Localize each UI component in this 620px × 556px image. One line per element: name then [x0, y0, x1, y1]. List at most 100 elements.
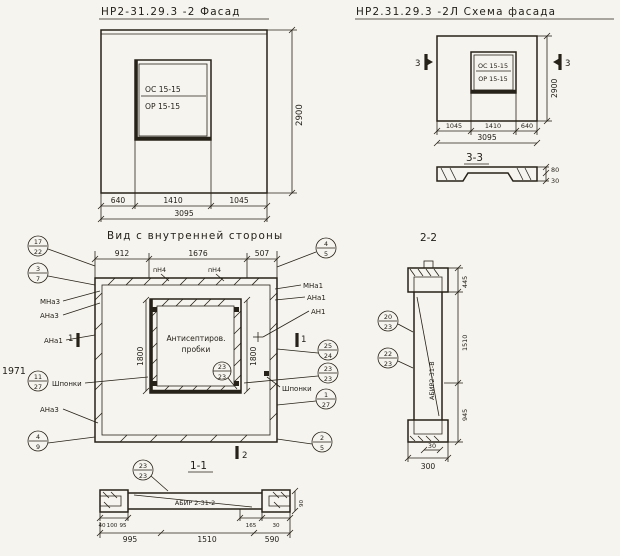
section-2-2-right-dims: 445 1510 945	[444, 264, 469, 446]
pn4-left-label: пН4	[153, 266, 166, 274]
callout-25-24: 25 24	[276, 339, 339, 361]
section-1-1-small-dims: 40 100 95 165 30 90	[96, 487, 305, 529]
scheme-section-marker-right: 3	[553, 54, 570, 70]
facade-scheme: НР2.31.29.3 -2Л Схема фасада ОС 15-15 ОР…	[355, 6, 614, 147]
inner-window-opening	[156, 305, 235, 387]
dim-507: 507	[255, 249, 270, 258]
section-marker-1-left: 1	[68, 333, 80, 347]
callout-11-27: 11 27	[27, 370, 49, 392]
callout-23-23-section: 23 23	[132, 459, 169, 492]
key-square-icon	[234, 307, 239, 312]
callout-22-23: 22 23	[377, 347, 414, 369]
scheme-dim-height-text: 2900	[550, 79, 559, 98]
scheme-dim-right: 640	[521, 122, 533, 130]
dim-945: 945	[461, 409, 469, 421]
dim-90: 90	[299, 499, 305, 507]
scheme-dim-mid: 1410	[485, 122, 501, 130]
section-arrow-icon	[426, 58, 433, 66]
section-3-3-dim-80: 80	[551, 166, 559, 174]
scheme-panel-outline	[436, 35, 538, 122]
callout-23-23-window: 23 23	[212, 361, 238, 390]
plug-note-line1: Антисептиров.	[166, 334, 225, 343]
label-mna3: МНа3	[40, 298, 60, 306]
label-ana3-upper: АНа3	[40, 312, 59, 320]
callout-bottom-num: 9	[36, 443, 40, 451]
dim-445: 445	[461, 276, 469, 288]
label-ana1-right: АНа1	[307, 294, 326, 302]
callout-bottom-num: 7	[36, 275, 40, 283]
top-channel	[407, 267, 449, 293]
callout-2-5: 2 5	[276, 431, 333, 453]
inner-window-frame-hatch	[149, 298, 242, 394]
callout-3-7: 3 7	[27, 262, 96, 286]
scheme-window-opening	[470, 51, 517, 94]
callout-4-5: 4 5	[276, 237, 337, 268]
inner-view-top-dims: 912 1676 507	[91, 249, 281, 278]
section-2-2-title: 2-2	[420, 232, 437, 244]
left-channel-hatch	[102, 491, 118, 509]
section-3-3-hatch	[440, 167, 532, 181]
right-channel	[261, 489, 291, 513]
section-3-3: 3-3 80 30	[436, 152, 559, 185]
dim-912: 912	[115, 249, 130, 258]
facade-panel-outline	[100, 29, 268, 194]
facade-window-mark-2: ОР 15-15	[145, 102, 180, 111]
section-arrow-icon	[553, 58, 560, 66]
scheme-window-mark-1: ОС 15-15	[478, 62, 508, 70]
callout-top-num: 3	[36, 265, 40, 273]
lifting-loop	[423, 260, 434, 269]
callout-top-num: 4	[324, 240, 328, 248]
callout-17-22: 17 22	[27, 235, 96, 267]
facade-dim-right: 1045	[229, 196, 248, 205]
callout-top-num: 2	[320, 434, 324, 442]
inner-panel-hatch	[94, 277, 278, 443]
label-shponki-right: Шпонки	[282, 385, 312, 393]
panel-stamp-vertical: АБИР2-31-В	[428, 361, 436, 400]
scheme-dim-left: 1045	[446, 122, 462, 130]
year-note: 1971	[2, 366, 26, 377]
callout-top-num: 20	[384, 313, 392, 321]
an1-cross-mark	[253, 332, 263, 342]
label-an1: АН1	[311, 308, 326, 316]
callout-top-num: 1	[324, 391, 328, 399]
bottom-channel	[407, 419, 449, 443]
pn4-right-label: пН4	[208, 266, 221, 274]
facade-window-mark-1: ОС 15-15	[145, 85, 181, 94]
bottom-channel-hatch	[409, 435, 440, 442]
callout-top-num: 25	[324, 342, 332, 350]
callout-top-num: 22	[384, 350, 392, 358]
facade-view: НР2-31.29.3 -2 Фасад ОС 15-15 ОР 15-15 2…	[97, 6, 305, 223]
dim-1510-v: 1510	[461, 335, 469, 351]
label-shponki-left: Шпонки	[52, 380, 82, 388]
section-2-2: 2-2 АБИР2-31-В 20 23 22 23	[377, 232, 469, 471]
dim-165: 165	[246, 523, 257, 529]
label-ana3-lower: АНа3	[40, 406, 59, 414]
scheme-dim-height: 2900	[537, 32, 559, 125]
dim-1800-right-text: 1800	[249, 347, 258, 366]
callout-bottom-num: 24	[324, 352, 332, 360]
plug-note-line2: пробки	[182, 345, 211, 354]
callout-top-num: 17	[34, 238, 42, 246]
callout-bottom-num: 5	[324, 250, 328, 258]
panel-stamp-horizontal: АБИР 2-31-2	[175, 499, 215, 507]
facade-dim-height: 2900	[267, 26, 305, 197]
facade-dim-total: 3095	[174, 209, 193, 218]
scheme-dims-bottom: 1045 1410 640 3095	[433, 93, 541, 147]
callout-4-9: 4 9	[27, 430, 96, 452]
dim-100: 100	[107, 523, 118, 529]
dim-1800-left: 1800	[136, 296, 150, 395]
scheme-window-mark-2: ОР 15-15	[478, 75, 508, 83]
shponki-keys	[152, 307, 269, 386]
dim-1800-left-text: 1800	[136, 347, 145, 366]
section-1-1-bottom-dims: 995 1510 590	[96, 512, 294, 544]
marker-1-right-text: 1	[301, 335, 306, 345]
callout-top-num: 23	[139, 462, 147, 470]
facade-dim-height-text: 2900	[295, 104, 305, 126]
callout-23-23-right: 23 23	[243, 362, 339, 384]
section-1-1-label: 1-1	[190, 460, 207, 472]
label-mna1: МНа1	[303, 282, 323, 290]
section-3-3-title: 3-3	[466, 152, 483, 164]
section-2-2-bottom-dims: 30 300	[404, 442, 452, 471]
